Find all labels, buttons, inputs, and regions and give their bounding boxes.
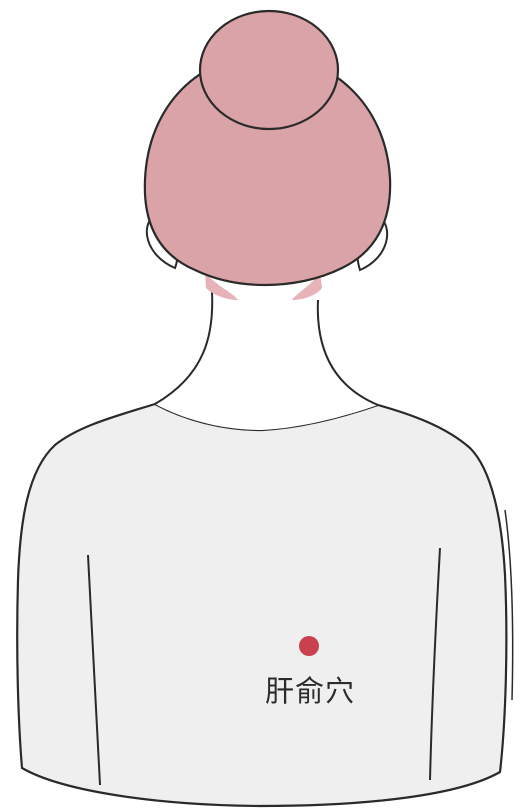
hair-bun bbox=[200, 11, 338, 129]
neck bbox=[155, 291, 378, 430]
acupoint-label: 肝俞穴 bbox=[235, 668, 385, 710]
acupoint-marker bbox=[299, 636, 319, 656]
